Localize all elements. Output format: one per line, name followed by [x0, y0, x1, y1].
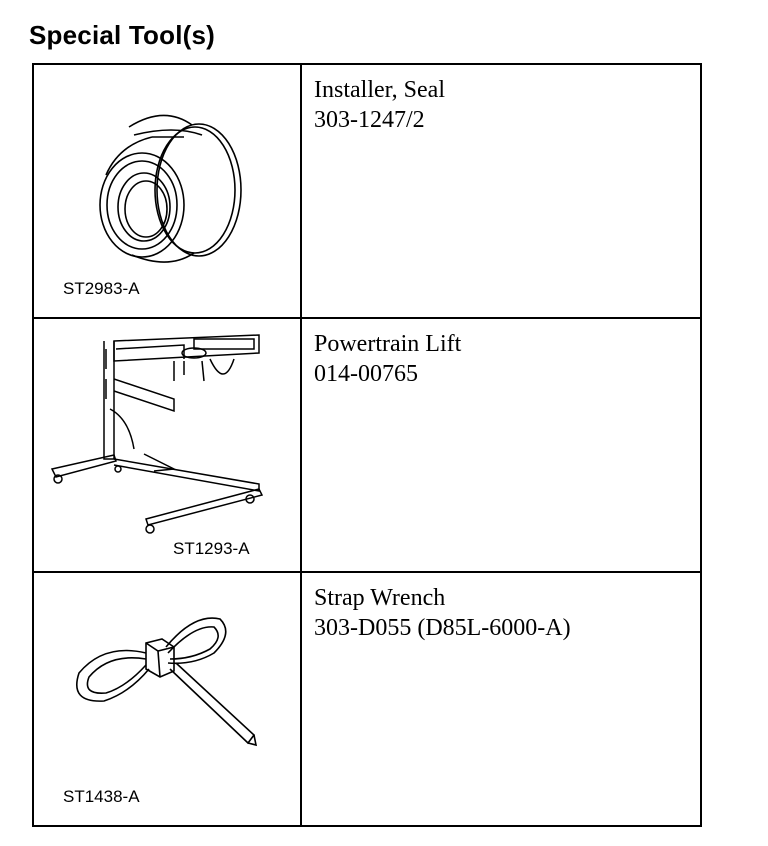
- special-tools-table: ST2983-A Installer, Seal 303-1247/2: [32, 63, 702, 827]
- figure-label: ST1438-A: [63, 787, 140, 806]
- seal-installer-icon: [99, 114, 242, 263]
- table-row: ST1293-A Powertrain Lift 014-00765: [32, 317, 702, 573]
- table-row: ST2983-A Installer, Seal 303-1247/2: [32, 63, 702, 319]
- tool-description-cell: Installer, Seal 303-1247/2: [300, 63, 702, 319]
- tool-number: 303-D055 (D85L-6000-A): [314, 615, 571, 641]
- strap-wrench-icon: [76, 617, 258, 747]
- tool-image-cell: ST1438-A: [32, 571, 302, 827]
- figure-label: ST2983-A: [63, 279, 140, 298]
- tool-description-cell: Strap Wrench 303-D055 (D85L-6000-A): [300, 571, 702, 827]
- page-title: Special Tool(s): [29, 20, 215, 50]
- tool-number: 014-00765: [314, 361, 418, 387]
- tool-description-cell: Powertrain Lift 014-00765: [300, 317, 702, 573]
- tool-image-cell: ST1293-A: [32, 317, 302, 573]
- tool-name: Powertrain Lift: [314, 331, 462, 357]
- tool-name: Installer, Seal: [314, 77, 445, 103]
- tool-name: Strap Wrench: [314, 585, 446, 611]
- figure-label: ST1293-A: [173, 539, 250, 558]
- powertrain-lift-icon: [50, 334, 264, 534]
- tool-image-cell: ST2983-A: [32, 63, 302, 319]
- tool-number: 303-1247/2: [314, 107, 425, 133]
- table-row: ST1438-A Strap Wrench 303-D055 (D85L-600…: [32, 571, 702, 827]
